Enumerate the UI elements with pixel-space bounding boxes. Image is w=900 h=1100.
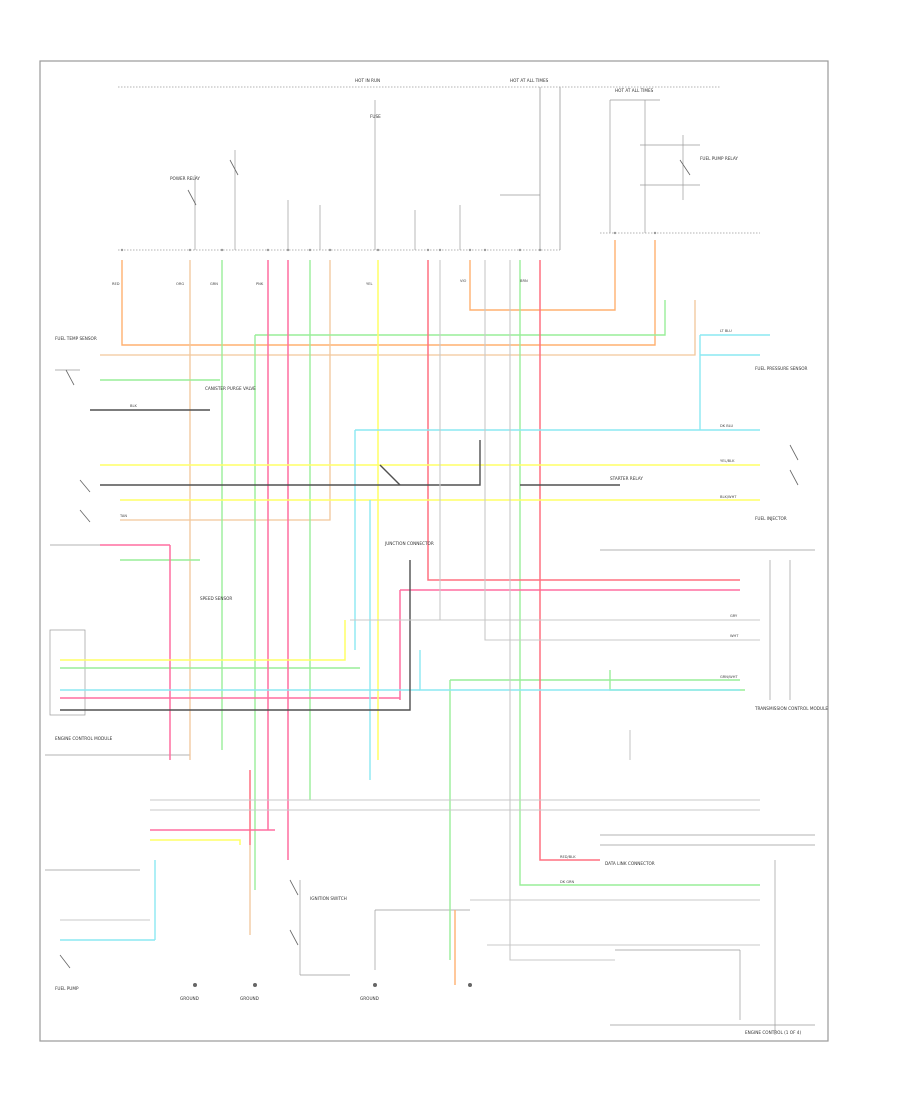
wire-label: DK GRN — [560, 880, 575, 884]
module-outlines — [45, 99, 815, 1035]
fuse-block-label: HOT AT ALL TIMES — [510, 78, 549, 83]
component-label: FUEL TEMP SENSOR — [55, 336, 97, 341]
wire-label: GRY — [730, 614, 738, 618]
wire-label: VIO — [460, 279, 467, 283]
component-labels: FUSE POWER RELAY FUEL PUMP RELAY IGNITIO… — [55, 114, 828, 1001]
component-label: GROUND — [240, 996, 259, 1001]
fuse-block-labels: HOT IN RUN HOT AT ALL TIMES HOT AT ALL T… — [355, 78, 654, 93]
footer-label: ENGINE CONTROL (1 OF 4) — [745, 1030, 801, 1035]
component-label: POWER RELAY — [170, 176, 200, 181]
wires-gray — [60, 260, 760, 961]
component-label: DATA LINK CONNECTOR — [605, 861, 655, 866]
wire-label: ORG — [176, 282, 184, 286]
wire-label: TAN — [119, 514, 127, 518]
wires-black — [60, 409, 620, 711]
wires-pink — [60, 260, 740, 860]
wire-label: RED — [112, 282, 120, 286]
wire-label: RED/BLK — [560, 855, 576, 859]
component-label: FUSE — [370, 114, 381, 119]
wire-label: BLK — [130, 404, 137, 408]
wires-red — [249, 260, 740, 861]
wire-label: PNK — [256, 282, 264, 286]
bus-connector-dots — [120, 231, 657, 252]
wire-label: LT BLU — [720, 329, 732, 333]
wire-label: YEL/BLK — [720, 459, 735, 463]
diagram-frame — [39, 60, 829, 1042]
wire-label: BRN — [520, 279, 528, 283]
component-label: FUEL PRESSURE SENSOR — [755, 366, 808, 371]
wire-label: GRN — [210, 282, 218, 286]
component-label: FUEL PUMP RELAY — [700, 156, 738, 161]
fuse-block-label: HOT IN RUN — [355, 78, 380, 83]
fuse-block-label: HOT AT ALL TIMES — [615, 88, 654, 93]
component-label: STARTER RELAY — [610, 476, 643, 481]
component-label: JUNCTION CONNECTOR — [384, 541, 434, 546]
switch-icons — [59, 159, 799, 969]
component-label: GROUND — [360, 996, 379, 1001]
component-label: ENGINE CONTROL MODULE — [55, 736, 113, 741]
wire-labels: RED ORG GRN PNK YEL LT BLU BLK TAN GRY W… — [112, 279, 739, 884]
component-label: TRANSMISSION CONTROL MODULE — [754, 706, 828, 711]
wire-label: DK BLU — [720, 424, 734, 428]
top-bus-lines — [118, 86, 760, 251]
wires-cyan — [60, 334, 770, 941]
ground-icon — [193, 983, 472, 987]
wires-tan — [100, 260, 696, 935]
wire-label: BLK/WHT — [720, 495, 737, 499]
wire-label: YEL — [366, 282, 372, 286]
component-label: FUEL INJECTOR — [755, 516, 787, 521]
component-label: SPEED SENSOR — [200, 596, 232, 601]
wires-orange — [121, 240, 656, 985]
component-label: CANISTER PURGE VALVE — [205, 386, 256, 391]
component-label: FUEL PUMP — [55, 986, 79, 991]
component-label: GROUND — [180, 996, 199, 1001]
wire-label: GRN/WHT — [720, 675, 738, 679]
component-label: IGNITION SWITCH — [310, 896, 347, 901]
wire-label: WHT — [730, 634, 739, 638]
